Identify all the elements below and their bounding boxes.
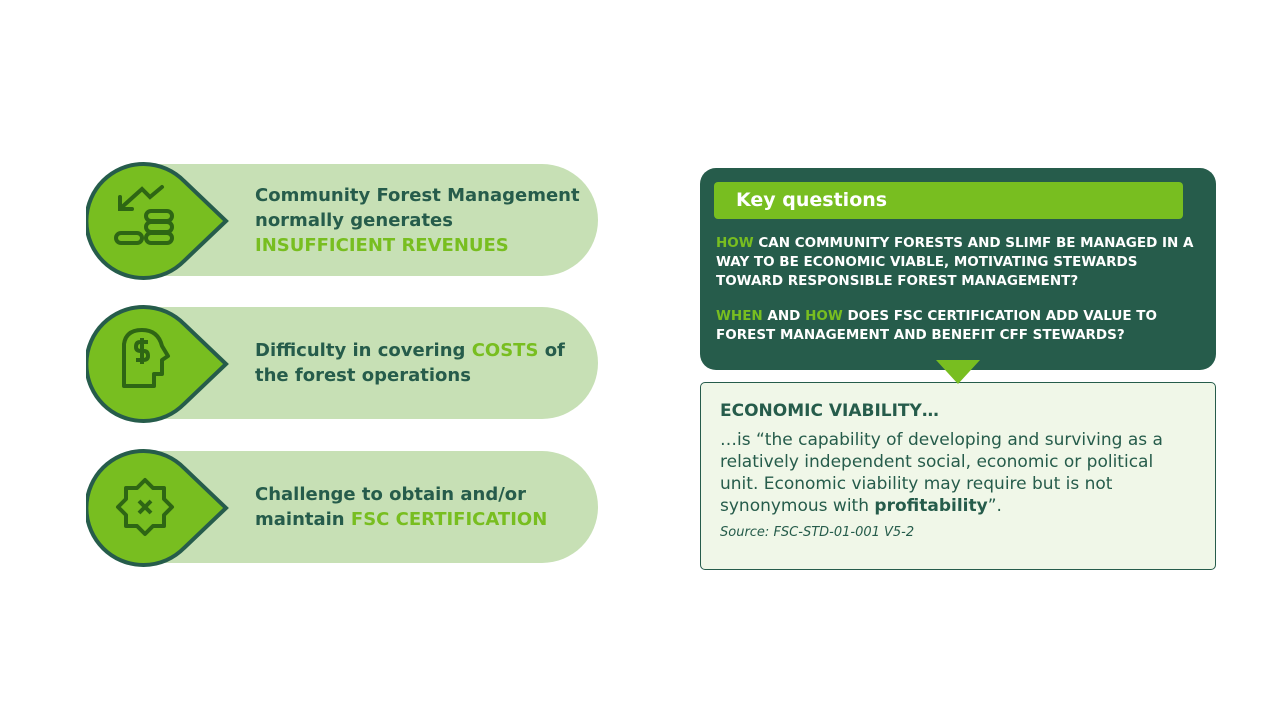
challenge-certification: Challenge to obtain and/or maintain FSC … [86,449,598,567]
highlight: HOW [716,235,754,251]
text: ”. [987,496,1002,516]
definition-box: ECONOMIC VIABILITY… …is “the capability … [700,382,1216,570]
challenge-text: Community Forest Management normally gen… [255,164,585,276]
text: CAN COMMUNITY FORESTS AND SLIMF BE MANAG… [716,235,1194,289]
text: DOES FSC CERTIFICATION ADD VALUE TO FORE… [716,308,1157,343]
text: Challenge to obtain and/or maintain [255,484,527,530]
highlight: WHEN [716,308,763,324]
pointer-triangle [936,360,980,384]
badge-x-icon [86,449,229,567]
key-questions-box: Key questions HOW CAN COMMUNITY FORESTS … [700,168,1216,370]
text: Difficulty in covering [255,340,466,361]
challenge-text: Difficulty in covering COSTS of the fore… [255,307,585,419]
highlight: COSTS [471,340,539,361]
highlight: HOW [805,308,843,324]
challenge-text: Challenge to obtain and/or maintain FSC … [255,451,585,563]
head-dollar-icon [86,305,229,423]
question-1: HOW CAN COMMUNITY FORESTS AND SLIMF BE M… [716,234,1196,291]
source-citation: Source: FSC-STD-01-001 V5-2 [720,525,915,540]
challenge-revenues: Community Forest Management normally gen… [86,162,598,280]
text: Community Forest Management normally gen… [255,184,580,231]
definition-title: ECONOMIC VIABILITY… [720,401,939,421]
challenge-costs: Difficulty in covering COSTS of the fore… [86,305,598,423]
question-2: WHEN AND HOW DOES FSC CERTIFICATION ADD … [716,307,1196,345]
bold-term: profitability [874,496,988,516]
text: AND [762,308,806,324]
key-questions-title: Key questions [714,182,1183,219]
definition-body: …is “the capability of developing and su… [720,429,1196,517]
highlight: INSUFFICIENT REVENUES [255,234,509,256]
highlight: FSC CERTIFICATION [350,509,548,530]
declining-revenue-coins-icon [86,162,229,280]
text: of the forest operations [255,340,565,386]
text: …is “the capability of developing and su… [720,430,1163,516]
